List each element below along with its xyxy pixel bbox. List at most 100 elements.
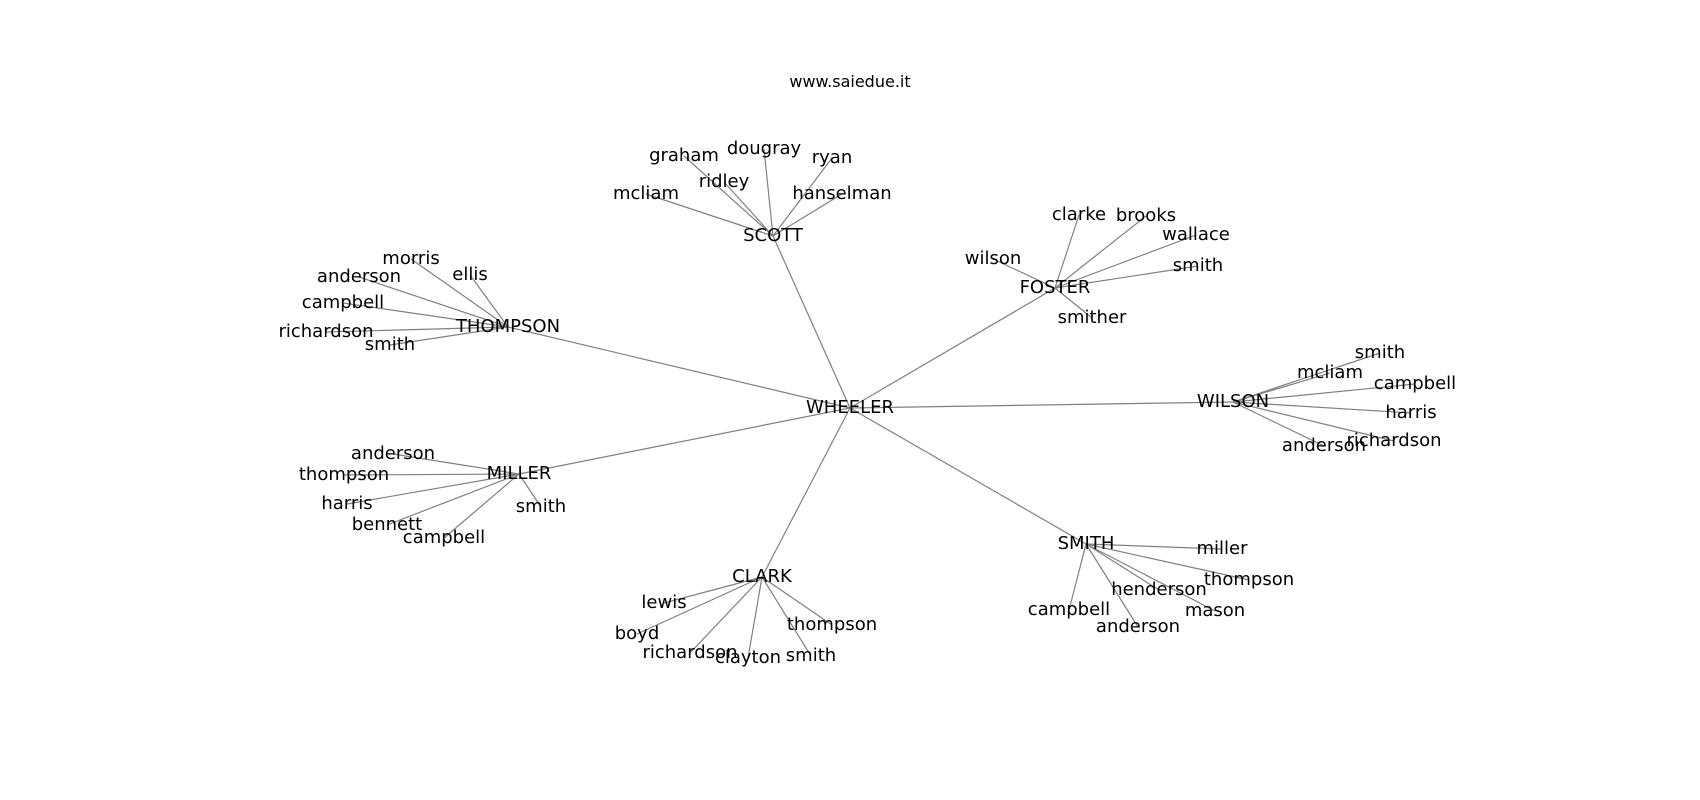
member-node-label: thompson (299, 464, 389, 485)
edge-foster-smither (1054, 287, 1093, 319)
member-node-label: thompson (787, 614, 877, 635)
edge-wilson-campbell (1232, 383, 1416, 403)
edge-thompson-ellis (469, 274, 509, 328)
member-node-label: harris (321, 493, 372, 514)
member-node-label: bennett (352, 514, 423, 535)
edge-foster-clarke (1054, 214, 1080, 289)
edge-smith-miller (1085, 543, 1223, 550)
edge-scott-ridley (723, 181, 774, 237)
edge-scott-ryan (772, 157, 833, 237)
family-node-label: SCOTT (743, 225, 804, 246)
edge-clark-smith (761, 576, 812, 657)
member-node-label: smith (1355, 342, 1405, 363)
member-node-label: boyd (615, 623, 660, 644)
member-node-label: thompson (1204, 569, 1294, 590)
root-node-label: WHEELER (806, 397, 894, 418)
edge-smith-mason (1085, 543, 1216, 612)
edge-clark-richardson (689, 576, 763, 654)
member-node-label: campbell (1028, 599, 1110, 620)
edge-root-thompson (507, 326, 851, 409)
family-node-label: SMITH (1058, 533, 1115, 554)
edge-smith-thompson (1085, 543, 1250, 581)
member-node-label: mason (1185, 600, 1245, 621)
member-node-label: dougray (727, 138, 802, 159)
member-node-label: mcliam (613, 183, 679, 204)
member-node-label: clarke (1052, 204, 1106, 225)
edge-scott-graham (683, 155, 774, 237)
member-node-label: hanselman (792, 183, 891, 204)
edge-miller-anderson (392, 453, 520, 475)
edge-smith-henderson (1085, 543, 1160, 591)
member-node-label: wallace (1162, 224, 1230, 245)
family-node-label: MILLER (487, 463, 552, 484)
family-node-label: FOSTER (1020, 277, 1091, 298)
edge-clark-boyd (636, 576, 763, 635)
member-node-label: clayton (715, 647, 781, 668)
edge-scott-dougray (763, 148, 774, 237)
edge-wilson-harris (1232, 401, 1412, 414)
member-node-label: anderson (317, 266, 401, 287)
member-node-label: smith (1173, 255, 1223, 276)
edge-scott-hanselman (772, 193, 843, 237)
member-node-label: mcliam (1297, 362, 1363, 383)
edge-root-miller (518, 407, 851, 475)
member-node-label: anderson (1096, 616, 1180, 637)
edge-thompson-anderson (358, 276, 509, 328)
edge-root-smith (849, 407, 1087, 545)
edge-foster-smith (1054, 265, 1199, 289)
graph-labels: WHEELER SCOTT graham dougray ryan ridley mclia… (278, 138, 1456, 668)
member-node-label: henderson (1111, 579, 1207, 600)
member-node-label: smith (786, 645, 836, 666)
member-node-label: richardson (642, 642, 737, 663)
member-node-label: ryan (812, 147, 853, 168)
member-node-label: campbell (302, 292, 384, 313)
member-node-label: harris (1385, 402, 1436, 423)
edge-root-clark (761, 407, 851, 578)
member-node-label: miller (1196, 538, 1248, 559)
edge-clark-clayton (747, 576, 763, 659)
member-node-label: morris (382, 248, 439, 269)
family-node-label: THOMPSON (455, 316, 560, 337)
edge-miller-campbell (443, 473, 520, 539)
edge-wilson-smith (1232, 352, 1381, 403)
edge-clark-thompson (761, 576, 833, 626)
member-node-label: wilson (965, 248, 1022, 269)
graph-edges (325, 148, 1416, 659)
member-node-label: ellis (452, 264, 487, 285)
member-node-label: campbell (1374, 373, 1456, 394)
edge-root-scott (772, 235, 851, 409)
edge-thompson-morris (410, 258, 509, 328)
member-node-label: graham (649, 145, 719, 166)
edge-miller-bennett (386, 473, 520, 526)
edge-foster-wallace (1054, 234, 1197, 289)
family-node-label: CLARK (732, 566, 793, 587)
edge-foster-wilson (992, 258, 1056, 289)
member-node-label: anderson (1282, 435, 1366, 456)
edge-smith-campbell (1068, 543, 1087, 611)
member-node-label: richardson (278, 321, 373, 342)
member-node-label: richardson (1346, 430, 1441, 451)
edge-wilson-richardson (1232, 401, 1395, 442)
edge-miller-smith (518, 473, 542, 508)
edge-miller-thompson (343, 473, 520, 476)
member-node-label: ridley (699, 171, 750, 192)
member-node-label: smith (516, 496, 566, 517)
member-node-label: smith (365, 334, 415, 355)
edge-wilson-mcliam (1232, 372, 1331, 403)
edge-thompson-richardson (325, 326, 509, 333)
member-node-label: smither (1058, 307, 1127, 328)
family-node-label: WILSON (1197, 391, 1269, 412)
page-title: www.saiedue.it (789, 72, 911, 91)
edge-root-wilson (849, 401, 1234, 409)
edge-thompson-campbell (342, 302, 509, 328)
member-node-label: lewis (641, 592, 686, 613)
edge-smith-anderson (1085, 543, 1139, 628)
member-node-label: brooks (1116, 205, 1176, 226)
edge-root-foster (849, 287, 1056, 409)
edge-miller-harris (346, 473, 520, 505)
edge-foster-brooks (1054, 215, 1147, 289)
edge-scott-mcliam (645, 193, 774, 237)
member-node-label: anderson (351, 443, 435, 464)
edge-thompson-smith (389, 326, 509, 346)
